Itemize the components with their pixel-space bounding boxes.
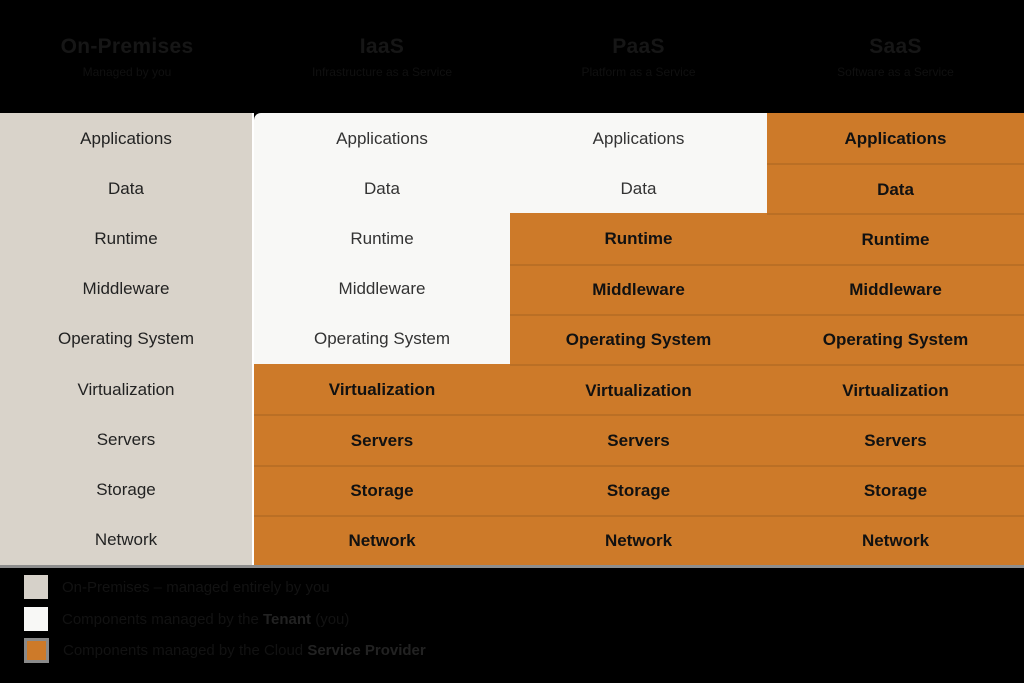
grid-cell-saas-storage: Storage <box>767 464 1024 515</box>
grid-cell-on-premises-operating-system: Operating System <box>0 313 254 365</box>
header-column-iaas: IaaS Infrastructure as a Service <box>254 0 510 113</box>
grid-cell-paas-middleware: Middleware <box>510 263 767 314</box>
grid-cell-iaas-virtualization: Virtualization <box>254 364 510 415</box>
legend-label-on-premises: On-Premises – managed entirely by you <box>62 578 330 596</box>
grid-cell-saas-virtualization: Virtualization <box>767 364 1024 415</box>
legend-label-tenant: Components managed by the Tenant (you) <box>62 610 350 628</box>
grid-cell-iaas-operating-system: Operating System <box>254 313 510 365</box>
legend-swatch-provider <box>24 638 49 663</box>
grid-cell-iaas-middleware: Middleware <box>254 263 510 314</box>
grid-cell-iaas-data: Data <box>254 163 510 214</box>
grid-cell-saas-servers: Servers <box>767 414 1024 465</box>
legend-label-provider: Components managed by the Cloud Service … <box>63 642 426 659</box>
grid-cell-paas-runtime: Runtime <box>510 213 767 264</box>
grid-cell-on-premises-network: Network <box>0 514 254 565</box>
grid-cell-paas-network: Network <box>510 514 767 565</box>
grid-cell-on-premises-servers: Servers <box>0 414 254 465</box>
grid-cell-on-premises-storage: Storage <box>0 464 254 515</box>
grid-cell-on-premises-applications: Applications <box>0 113 254 164</box>
grid-cell-iaas-applications: Applications <box>254 113 510 164</box>
header-title-paas: PaaS <box>612 34 665 58</box>
grid-cell-paas-storage: Storage <box>510 464 767 515</box>
grid-cell-on-premises-data: Data <box>0 163 254 214</box>
grid-cell-iaas-runtime: Runtime <box>254 213 510 264</box>
header-subtitle-saas: Software as a Service <box>837 64 954 79</box>
header-subtitle-paas: Platform as a Service <box>581 64 696 79</box>
grid-cell-on-premises-middleware: Middleware <box>0 263 254 314</box>
header-column-paas: PaaS Platform as a Service <box>510 0 767 113</box>
grid-cell-paas-servers: Servers <box>510 414 767 465</box>
legend-swatch-tenant <box>24 607 48 631</box>
header-title-iaas: IaaS <box>359 34 405 58</box>
header-band: On-Premises Managed by you IaaS Infrastr… <box>0 0 1024 113</box>
legend-swatch-on-premises <box>24 575 48 599</box>
legend-item-on-premises: On-Premises – managed entirely by you <box>24 575 330 599</box>
grid-cell-iaas-storage: Storage <box>254 464 510 515</box>
grid-cell-iaas-servers: Servers <box>254 414 510 465</box>
grid-cell-saas-data: Data <box>767 163 1024 214</box>
grid-cell-saas-operating-system: Operating System <box>767 313 1024 365</box>
header-subtitle-iaas: Infrastructure as a Service <box>311 64 453 79</box>
header-title-on-premises: On-Premises <box>60 34 194 58</box>
legend-item-provider: Components managed by the Cloud Service … <box>24 638 426 663</box>
grid-cell-iaas-network: Network <box>254 514 510 565</box>
grid-cell-on-premises-virtualization: Virtualization <box>0 364 254 415</box>
header-title-saas: SaaS <box>869 34 922 58</box>
grid-cell-saas-runtime: Runtime <box>767 213 1024 264</box>
header-subtitle-on-premises: Managed by you <box>82 64 172 79</box>
legend-band: On-Premises – managed entirely by you Co… <box>0 570 1024 683</box>
grid-cell-saas-network: Network <box>767 514 1024 565</box>
grid-cell-paas-operating-system: Operating System <box>510 313 767 365</box>
header-column-saas: SaaS Software as a Service <box>767 0 1024 113</box>
grid-cell-on-premises-runtime: Runtime <box>0 213 254 264</box>
grid-cell-paas-data: Data <box>510 163 767 214</box>
grid-cell-saas-middleware: Middleware <box>767 263 1024 314</box>
header-column-on-premises: On-Premises Managed by you <box>0 0 254 113</box>
grid-cell-paas-virtualization: Virtualization <box>510 364 767 415</box>
grid-cell-saas-applications: Applications <box>767 113 1024 164</box>
grid-cell-paas-applications: Applications <box>510 113 767 164</box>
legend-item-tenant: Components managed by the Tenant (you) <box>24 607 349 631</box>
